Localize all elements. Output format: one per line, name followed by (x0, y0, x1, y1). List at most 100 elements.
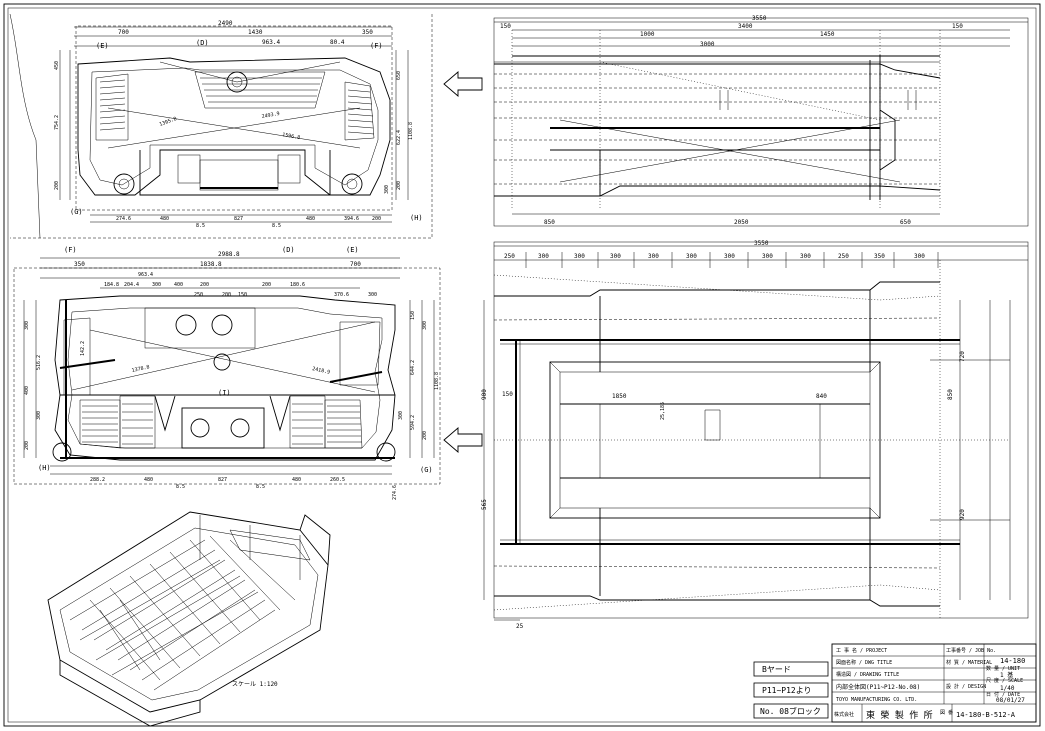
svg-text:材 質 / MATERIAL: 材 質 / MATERIAL (946, 659, 992, 666)
svg-text:260.5: 260.5 (330, 477, 345, 483)
svg-text:200: 200 (222, 292, 231, 298)
svg-text:274.6: 274.6 (116, 216, 131, 222)
svg-text:300: 300 (36, 411, 42, 420)
tb-job-no: 14-180 (1000, 657, 1025, 665)
tb-company-en: TOYO MANUFACTURING CO. LTD. (836, 697, 917, 703)
svg-text:200: 200 (200, 282, 209, 288)
svg-text:1/40: 1/40 (1000, 685, 1015, 692)
title-block: 工 事 名 / PROJECT 工事番号 / JOB No. 14-180 図面… (831, 643, 1037, 723)
svg-text:150: 150 (238, 292, 247, 298)
svg-text:480: 480 (144, 477, 153, 483)
svg-text:827: 827 (234, 216, 243, 222)
svg-text:1000: 1000 (640, 31, 655, 38)
svg-text:構造図 / DRAWING TITLE: 構造図 / DRAWING TITLE (836, 671, 899, 678)
svg-text:400: 400 (174, 282, 183, 288)
svg-text:900: 900 (481, 389, 488, 400)
svg-text:1 基: 1 基 (1000, 671, 1013, 679)
marker-h: (H) (38, 464, 51, 472)
svg-text:2988.8: 2988.8 (218, 251, 240, 258)
svg-text:300: 300 (762, 253, 773, 260)
svg-text:尺 度 / SCALE: 尺 度 / SCALE (986, 677, 1023, 684)
svg-text:200: 200 (396, 181, 402, 190)
svg-text:720: 720 (959, 351, 966, 362)
stamps: Bヤード P11~P12より No. 08ブロック (753, 661, 829, 719)
tb-drawing-title: 内部全体図(P11~P12-No.08) (836, 683, 920, 691)
marker-e: (E) (96, 42, 109, 50)
svg-text:日 付 / DATE: 日 付 / DATE (986, 691, 1020, 698)
svg-text:850: 850 (544, 219, 555, 226)
svg-text:840: 840 (816, 393, 827, 400)
view-top-left: 2490 700 1430 350 963.4 80.4 (E) (D) (F)… (9, 13, 433, 239)
svg-text:963.4: 963.4 (262, 39, 280, 46)
svg-text:754.2: 754.2 (54, 115, 60, 130)
svg-text:394.6: 394.6 (344, 216, 359, 222)
svg-text:300: 300 (648, 253, 659, 260)
svg-text:516.2: 516.2 (36, 355, 42, 370)
svg-text:644.2: 644.2 (410, 360, 416, 375)
svg-text:3000: 3000 (700, 41, 715, 48)
stamp-block: No. 08ブロック (760, 706, 821, 716)
svg-text:2418.9: 2418.9 (312, 366, 331, 376)
svg-text:3400: 3400 (738, 23, 753, 30)
view-boundary (10, 14, 433, 239)
svg-text:200: 200 (372, 216, 381, 222)
iso-scale-caption: スケール 1:120 (232, 681, 278, 688)
view-top-right: 3550 3400 150 1000 3000 1450 150 850 205… (493, 15, 1029, 227)
svg-text:350: 350 (74, 261, 85, 268)
svg-text:08/01/27: 08/01/27 (996, 697, 1025, 704)
sheet-inner-border (7, 7, 1037, 723)
svg-text:150: 150 (952, 23, 963, 30)
stamp-yard: Bヤード (762, 665, 791, 674)
svg-text:850: 850 (947, 389, 954, 400)
dim-overall-width: 2490 (218, 20, 233, 27)
tb-company-jp: 東 榮 製 作 所 (866, 709, 933, 721)
tb-dwg-no: 14-180-B-512-A (956, 711, 1016, 719)
svg-text:80.4: 80.4 (330, 39, 345, 46)
svg-text:450: 450 (54, 61, 60, 70)
marker-i: (I) (218, 389, 231, 397)
svg-text:2493.9: 2493.9 (261, 111, 280, 120)
svg-text:1430: 1430 (248, 29, 263, 36)
svg-text:480: 480 (160, 216, 169, 222)
svg-text:250: 250 (194, 292, 203, 298)
svg-text:300: 300 (24, 321, 30, 330)
svg-text:設 計 / DESIGN: 設 計 / DESIGN (946, 683, 986, 690)
svg-text:300: 300 (574, 253, 585, 260)
svg-text:184.8: 184.8 (104, 282, 119, 288)
marker-e: (E) (346, 246, 359, 254)
svg-text:25: 25 (516, 623, 524, 630)
svg-text:300: 300 (914, 253, 925, 260)
sheet-border (3, 3, 1041, 727)
svg-text:1395.8: 1395.8 (159, 116, 178, 128)
svg-text:480: 480 (306, 216, 315, 222)
svg-text:3550: 3550 (752, 15, 767, 22)
svg-text:1108.8: 1108.8 (408, 122, 414, 140)
svg-text:図 番: 図 番 (940, 709, 953, 716)
stamp-range: P11~P12より (762, 686, 812, 695)
svg-text:図面名称 / DWG TITLE: 図面名称 / DWG TITLE (836, 659, 892, 666)
svg-text:数 量 / UNIT: 数 量 / UNIT (986, 665, 1020, 672)
svg-text:300: 300 (422, 321, 428, 330)
svg-text:480: 480 (292, 477, 301, 483)
svg-text:920: 920 (959, 509, 966, 520)
tb-project-label: 工 事 名 / PROJECT (836, 647, 887, 654)
svg-text:250: 250 (504, 253, 515, 260)
svg-text:370.6: 370.6 (334, 292, 349, 298)
svg-text:650: 650 (396, 71, 402, 80)
view-boundary (13, 267, 441, 485)
marker-d: (D) (282, 246, 295, 254)
svg-text:250: 250 (838, 253, 849, 260)
svg-text:963.4: 963.4 (138, 272, 153, 278)
svg-text:204.4: 204.4 (124, 282, 139, 288)
svg-text:142.2: 142.2 (80, 341, 86, 356)
marker-f: (F) (370, 42, 383, 50)
svg-text:350: 350 (874, 253, 885, 260)
svg-text:300: 300 (686, 253, 697, 260)
svg-text:1108.8: 1108.8 (434, 372, 440, 390)
svg-text:288.2: 288.2 (90, 477, 105, 483)
svg-text:25,185: 25,185 (660, 402, 666, 420)
svg-text:300: 300 (538, 253, 549, 260)
svg-text:400: 400 (24, 386, 30, 395)
svg-text:650: 650 (900, 219, 911, 226)
